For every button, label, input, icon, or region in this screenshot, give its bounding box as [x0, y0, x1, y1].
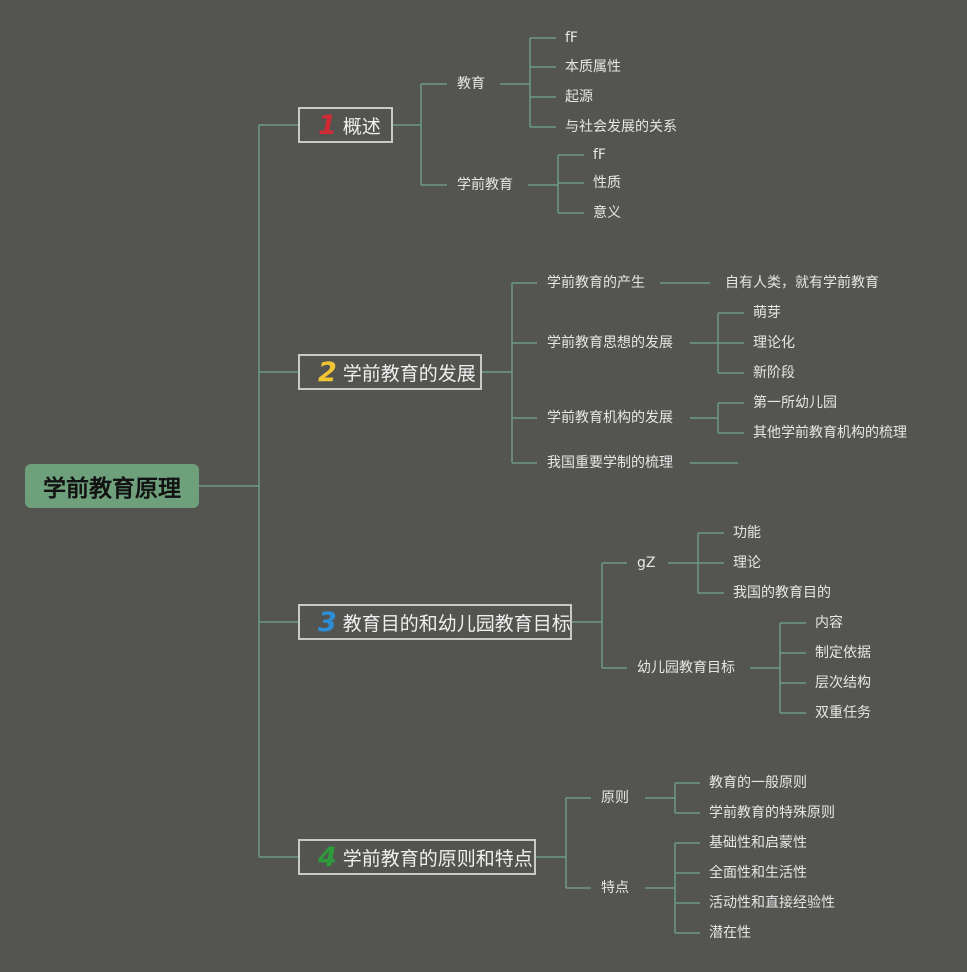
leaf-item[interactable]: fF: [593, 147, 606, 163]
leaf-item[interactable]: 功能: [733, 525, 761, 541]
leaf-item[interactable]: 自有人类，就有学前教育: [725, 275, 879, 291]
subtopic-characteristics[interactable]: 特点: [601, 880, 629, 896]
leaf-item[interactable]: 潜在性: [709, 925, 751, 941]
topic-goals[interactable]: 3 教育目的和幼儿园教育目标: [298, 604, 572, 640]
subtopic-thought-development[interactable]: 学前教育思想的发展: [547, 335, 673, 351]
subtopic-origin[interactable]: 学前教育的产生: [547, 275, 645, 291]
leaf-item[interactable]: 双重任务: [815, 705, 871, 721]
leaf-item[interactable]: 性质: [593, 175, 621, 191]
leaf-item[interactable]: 第一所幼儿园: [753, 395, 837, 411]
leaf-item[interactable]: 基础性和启蒙性: [709, 835, 807, 851]
leaf-item[interactable]: 萌芽: [753, 305, 781, 321]
leaf-item[interactable]: 理论: [733, 555, 761, 571]
topic-development[interactable]: 2 学前教育的发展: [298, 354, 482, 390]
root-label: 学前教育原理: [43, 476, 181, 502]
topic-number-4: 4: [318, 841, 337, 873]
leaf-item[interactable]: 与社会发展的关系: [565, 119, 677, 135]
root-node[interactable]: 学前教育原理: [25, 464, 199, 508]
topic-overview[interactable]: 1 概述: [298, 107, 393, 143]
leaf-item[interactable]: 学前教育的特殊原则: [709, 805, 835, 821]
leaf-item[interactable]: 全面性和生活性: [709, 865, 807, 881]
leaf-item[interactable]: 本质属性: [565, 59, 621, 75]
topic-label: 概述: [342, 115, 381, 138]
leaf-item[interactable]: 意义: [593, 205, 621, 221]
topic-label: 学前教育的发展: [342, 362, 476, 385]
leaf-item[interactable]: 教育的一般原则: [709, 775, 807, 791]
leaf-item[interactable]: 我国的教育目的: [733, 585, 831, 601]
leaf-item[interactable]: 内容: [815, 615, 843, 631]
leaf-item[interactable]: 起源: [565, 89, 593, 105]
subtopic-gz[interactable]: gZ: [637, 555, 656, 571]
topic-label: 教育目的和幼儿园教育目标: [342, 612, 571, 635]
topic-label: 学前教育的原则和特点: [342, 847, 533, 870]
leaf-item[interactable]: 层次结构: [815, 675, 871, 691]
subtopic-institution-development[interactable]: 学前教育机构的发展: [547, 410, 673, 426]
topic-number-1: 1: [318, 109, 337, 141]
subtopic-kindergarten-goals[interactable]: 幼儿园教育目标: [637, 660, 735, 676]
topic-number-2: 2: [318, 356, 337, 388]
leaf-item[interactable]: 制定依据: [815, 645, 871, 661]
topic-principles[interactable]: 4 学前教育的原则和特点: [298, 839, 536, 875]
topic-number-3: 3: [318, 606, 337, 638]
leaf-item[interactable]: 其他学前教育机构的梳理: [753, 425, 907, 441]
subtopic-school-system[interactable]: 我国重要学制的梳理: [547, 455, 673, 471]
subtopic-education[interactable]: 教育: [457, 76, 485, 92]
leaf-item[interactable]: 理论化: [753, 335, 795, 351]
subtopic-preschool-education[interactable]: 学前教育: [457, 177, 513, 193]
leaf-item[interactable]: fF: [565, 30, 578, 46]
subtopic-principles[interactable]: 原则: [601, 790, 629, 806]
leaf-item[interactable]: 活动性和直接经验性: [709, 895, 835, 911]
leaf-item[interactable]: 新阶段: [753, 365, 795, 381]
